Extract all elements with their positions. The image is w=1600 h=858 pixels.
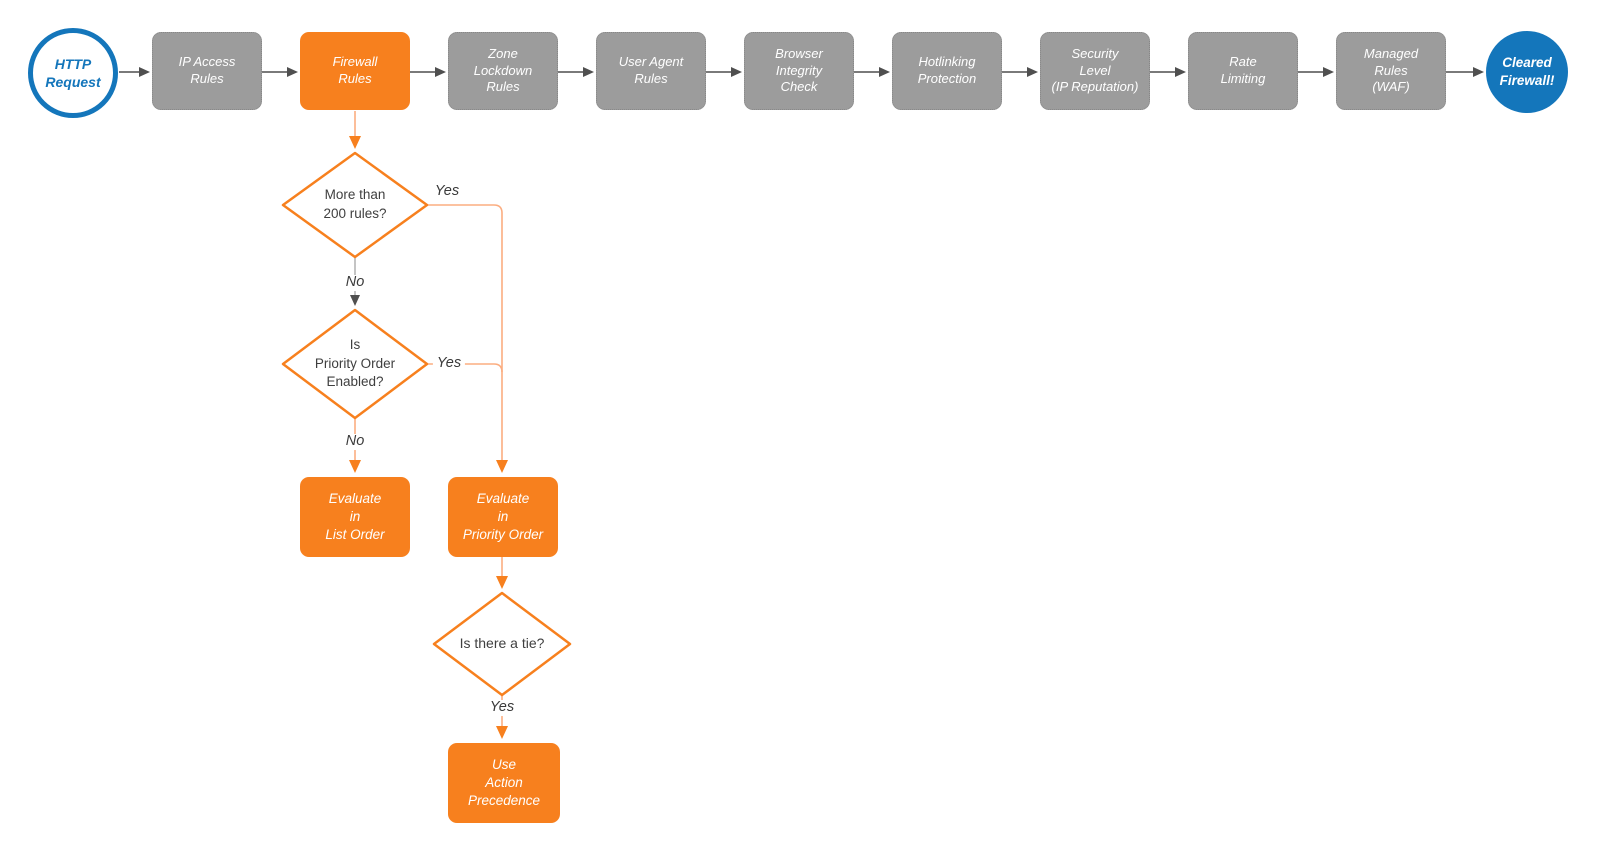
node-zone-lockdown-rules: Zone Lockdown Rules <box>448 32 558 110</box>
node-browser-integrity-check: Browser Integrity Check <box>744 32 854 110</box>
node-evaluate-in-list-order: Evaluate in List Order <box>300 477 410 557</box>
edge-label-no-1: No <box>341 274 369 291</box>
edge-decision-1-yes <box>427 204 508 473</box>
node-evaluate-in-list-order-label: Evaluate in List Order <box>325 490 385 543</box>
edge-label-yes-1: Yes <box>430 183 464 200</box>
node-ip-access-rules-label: IP Access Rules <box>178 54 236 86</box>
node-managed-rules-waf: Managed Rules (WAF) <box>1336 32 1446 110</box>
node-use-action-precedence-label: Use Action Precedence <box>467 756 541 809</box>
edge-decision-2-yes <box>427 363 503 373</box>
node-hotlinking-protection: Hotlinking Protection <box>892 32 1002 110</box>
node-http-request: HTTP Request <box>28 28 118 118</box>
node-zone-lockdown-rules-label: Zone Lockdown Rules <box>473 45 533 95</box>
node-managed-rules-waf-label: Managed Rules (WAF) <box>1363 45 1419 95</box>
node-security-level-ip-reputation-label: Security Level (IP Reputation) <box>1051 45 1139 95</box>
edge-label-yes-2: Yes <box>432 355 466 372</box>
node-cleared-firewall: Cleared Firewall! <box>1486 31 1568 113</box>
node-http-request-label: HTTP Request <box>45 55 101 90</box>
decision-priority-order-enabled <box>281 308 429 420</box>
node-user-agent-rules: User Agent Rules <box>596 32 706 110</box>
node-firewall-rules: Firewall Rules <box>300 32 410 110</box>
node-user-agent-rules-label: User Agent Rules <box>618 54 684 86</box>
decision-is-there-a-tie <box>432 591 572 697</box>
edge-label-no-2: No <box>341 433 369 450</box>
node-use-action-precedence: Use Action Precedence <box>448 743 560 823</box>
node-security-level-ip-reputation: Security Level (IP Reputation) <box>1040 32 1150 110</box>
node-evaluate-in-priority-order-label: Evaluate in Priority Order <box>462 490 544 543</box>
node-cleared-firewall-label: Cleared Firewall! <box>1499 55 1555 88</box>
node-browser-integrity-check-label: Browser Integrity Check <box>775 45 823 95</box>
node-hotlinking-protection-label: Hotlinking Protection <box>917 54 977 86</box>
edge-label-yes-3: Yes <box>485 699 519 716</box>
node-rate-limiting-label: Rate Limiting <box>1220 54 1266 86</box>
node-rate-limiting: Rate Limiting <box>1188 32 1298 110</box>
node-ip-access-rules: IP Access Rules <box>152 32 262 110</box>
decision-more-than-200-rules <box>281 151 429 259</box>
node-firewall-rules-label: Firewall Rules <box>332 54 378 86</box>
node-evaluate-in-priority-order: Evaluate in Priority Order <box>448 477 558 557</box>
